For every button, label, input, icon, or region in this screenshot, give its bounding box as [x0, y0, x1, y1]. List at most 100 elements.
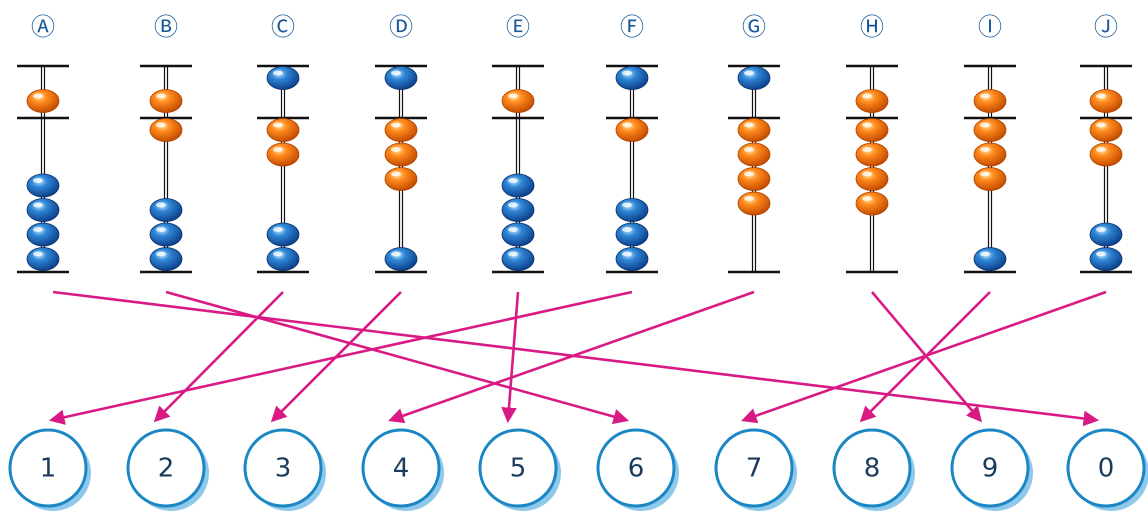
answer-circle-2[interactable]: 2: [126, 428, 209, 511]
answer-circle-8[interactable]: 8: [832, 428, 915, 511]
bead-highlight: [980, 251, 990, 257]
abacus-bead-inactive: [615, 66, 649, 90]
abacus-label: Ⓙ: [1094, 13, 1118, 41]
abacus-bead-active: [855, 142, 889, 167]
bead-highlight: [391, 147, 401, 152]
abacus-d: Ⓓ: [375, 13, 427, 274]
answer-circle-9[interactable]: 9: [950, 428, 1033, 511]
bead-highlight: [33, 178, 43, 183]
abacus-bead-active: [737, 142, 771, 167]
bead-highlight: [273, 251, 283, 257]
circle-outline: [126, 428, 206, 508]
answer-number: 5: [510, 454, 527, 484]
abacus-bead-inactive: [501, 198, 535, 222]
abacus-bead-active: [26, 89, 60, 113]
abacus-bead-inactive: [1089, 247, 1123, 271]
abacus-bead-active: [737, 118, 771, 142]
abacus-bead-inactive: [615, 247, 649, 271]
circle-outline: [714, 428, 794, 508]
abacus-bead-inactive: [149, 198, 183, 222]
abacus-bead-active: [266, 118, 300, 142]
abacus-a: Ⓐ: [17, 13, 69, 274]
bead-highlight: [744, 196, 754, 201]
bead-highlight: [156, 202, 166, 208]
abacus-bead-active: [855, 89, 889, 113]
bead-highlight: [391, 171, 401, 177]
bead-highlight: [391, 251, 401, 257]
abacus-bead-active: [973, 142, 1007, 167]
bead-highlight: [508, 178, 518, 183]
abacus-bead-inactive: [26, 222, 60, 247]
abacus-bead-active: [1089, 142, 1123, 167]
connection-arrow: [501, 291, 520, 424]
answer-number: 9: [982, 454, 999, 484]
answer-circle-5[interactable]: 5: [478, 428, 561, 511]
abacus-bead-active: [855, 167, 889, 191]
abacus-h: Ⓗ: [846, 13, 898, 274]
answer-number: 0: [1098, 454, 1115, 484]
bead-highlight: [862, 196, 872, 201]
bead-highlight: [33, 202, 43, 208]
abacus-label: Ⓖ: [742, 13, 766, 41]
circle-outline: [596, 428, 676, 508]
abacus-bead-inactive: [266, 247, 300, 271]
abacus-bead-inactive: [384, 66, 418, 90]
answer-circle-3[interactable]: 3: [243, 428, 326, 511]
abacus-bead-inactive: [26, 247, 60, 271]
bead-highlight: [862, 171, 872, 177]
abacus-label: Ⓒ: [271, 13, 295, 41]
abacus-bead-active: [973, 89, 1007, 113]
abacus-label: Ⓗ: [860, 13, 884, 41]
answer-circle-4[interactable]: 4: [361, 428, 444, 511]
answer-number: 7: [746, 454, 763, 484]
bead-highlight: [622, 202, 632, 208]
bead-highlight: [273, 122, 283, 128]
circle-outline: [950, 428, 1030, 508]
bead-highlight: [156, 122, 166, 128]
answer-circle-1[interactable]: 1: [8, 428, 91, 511]
bead-highlight: [1096, 93, 1106, 99]
abacus-bead-inactive: [384, 247, 418, 271]
abacus-j: Ⓙ: [1080, 13, 1132, 274]
bead-highlight: [156, 93, 166, 99]
bead-highlight: [273, 70, 283, 76]
abacus-bead-inactive: [1089, 222, 1123, 247]
bead-highlight: [744, 122, 754, 128]
abacus-bead-active: [384, 118, 418, 142]
abacus-bead-inactive: [737, 66, 771, 90]
bead-highlight: [508, 93, 518, 99]
bead-highlight: [862, 122, 872, 128]
circle-outline: [832, 428, 912, 508]
answer-circle-6[interactable]: 6: [596, 428, 679, 511]
answer-circle-7[interactable]: 7: [714, 428, 797, 511]
connection-arrow: [388, 290, 755, 424]
abacus-bead-active: [855, 191, 889, 216]
abacus-g: Ⓖ: [728, 13, 780, 274]
answer-circle-0[interactable]: 0: [1066, 428, 1148, 511]
abacus-bead-active: [501, 89, 535, 113]
abacus-label: Ⓕ: [620, 13, 644, 41]
bead-highlight: [391, 122, 401, 128]
abacus-label: Ⓑ: [154, 13, 178, 41]
abacus-bead-active: [737, 191, 771, 216]
bead-highlight: [980, 122, 990, 128]
circle-outline: [361, 428, 441, 508]
abacus-label: Ⓐ: [31, 13, 55, 41]
bead-highlight: [33, 93, 43, 99]
connection-arrow: [165, 290, 630, 425]
abacus-i: Ⓘ: [964, 13, 1016, 274]
abacus-bead-inactive: [615, 198, 649, 222]
abacus-b: Ⓑ: [140, 13, 192, 274]
bead-highlight: [508, 227, 518, 232]
answer-number: 2: [158, 454, 175, 484]
bead-highlight: [1096, 251, 1106, 257]
abacus-bead-inactive: [615, 222, 649, 247]
abacus-bead-active: [737, 167, 771, 191]
connection-arrows: [48, 290, 1107, 427]
abacus-bead-inactive: [501, 222, 535, 247]
abacus-bead-inactive: [266, 66, 300, 90]
bead-highlight: [1096, 227, 1106, 232]
circle-outline: [1066, 428, 1146, 508]
